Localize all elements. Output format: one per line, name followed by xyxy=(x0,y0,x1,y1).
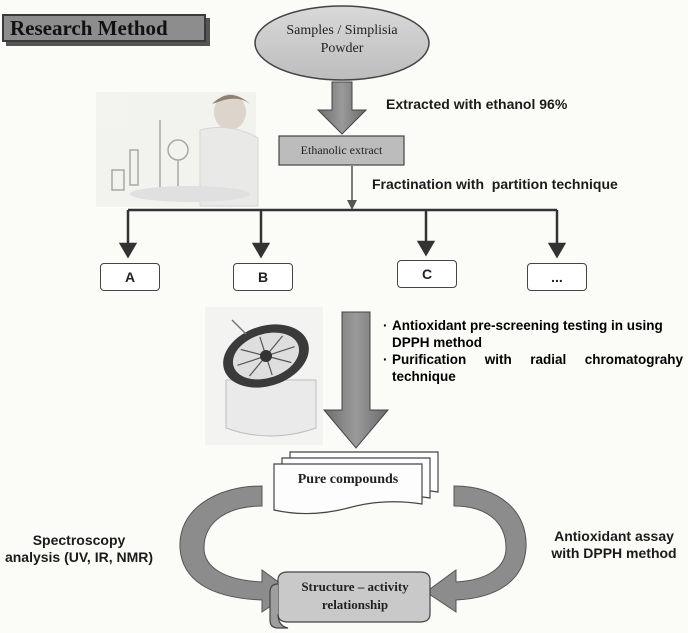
radial-chromatography-photo xyxy=(205,307,323,445)
left-curved-arrow xyxy=(179,485,293,613)
extraction-step-label: Extracted with ethanol 96% xyxy=(386,96,568,112)
extract-node-shape xyxy=(278,135,405,166)
fraction-box-a: A xyxy=(100,263,160,291)
pure-compounds-label: Pure compounds xyxy=(297,472,399,487)
purification-arrow xyxy=(322,311,390,449)
fraction-box-more: ... xyxy=(527,263,587,291)
samples-node-shape xyxy=(254,5,430,81)
bullet-item: · Antioxidant pre-screening testing in u… xyxy=(383,317,683,351)
right-curved-arrow xyxy=(425,485,527,613)
bullet-text-purification: Purification with radial chromatograhy t… xyxy=(392,352,683,384)
bullet-item: · Purification with radial chromatograhy… xyxy=(383,352,683,384)
samples-node-label: Samples / Simplisia Powder xyxy=(286,23,398,56)
extract-node-label: Ethanolic extract xyxy=(300,143,383,157)
branch-arrows xyxy=(118,210,567,259)
structure-activity-label: Structure – activity relationship xyxy=(301,579,409,612)
extraction-arrow xyxy=(316,81,368,135)
pure-compounds-node-shape xyxy=(273,451,439,515)
fraction-box-c: C xyxy=(397,260,457,288)
fraction-box-b: B xyxy=(233,263,293,291)
fractionation-arrow-head xyxy=(347,200,357,210)
structure-node-shape xyxy=(269,571,431,629)
antioxidant-assay-label: Antioxidant assay with DPPH method xyxy=(551,528,677,561)
page-title: Research Method xyxy=(2,14,206,42)
method-bullets: · Antioxidant pre-screening testing in u… xyxy=(383,317,683,385)
fractionation-step-label: Fractination with partition technique xyxy=(372,176,618,192)
bullet-text-prescreening: Antioxidant pre-screening testing in usi… xyxy=(392,318,663,350)
lab-scientist-photo xyxy=(96,92,259,207)
spectroscopy-label: Spectroscopy analysis (UV, IR, NMR) xyxy=(4,532,154,565)
